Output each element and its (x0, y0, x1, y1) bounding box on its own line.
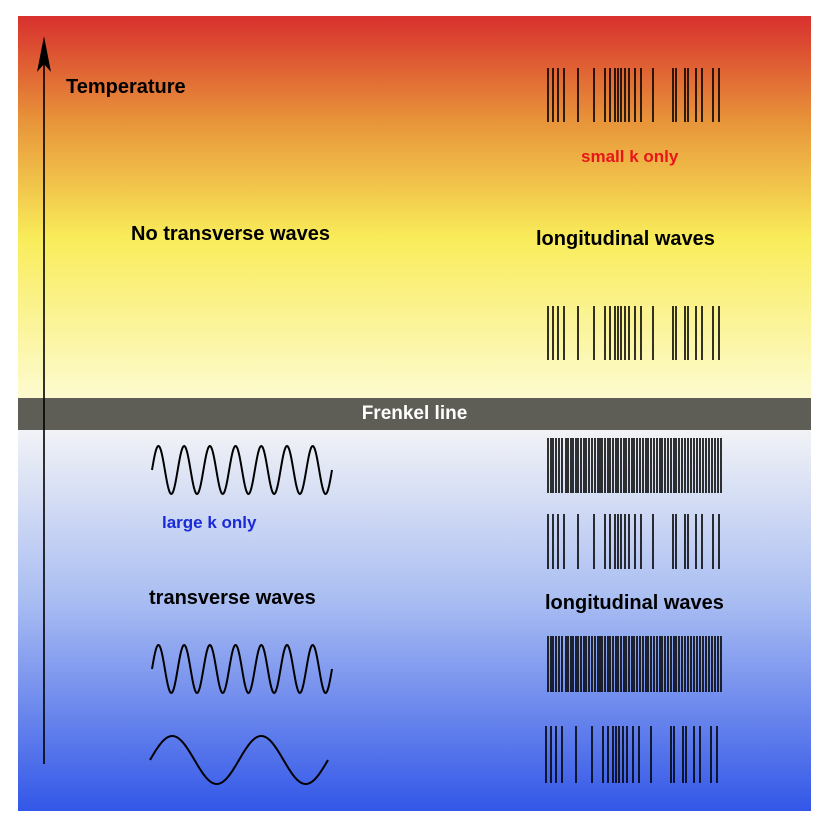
frenkel-line-label: Frenkel line (361, 403, 468, 424)
gas-region (18, 16, 811, 399)
transverse-label: transverse waves (149, 587, 316, 609)
sine-wave-icon (149, 734, 329, 786)
compression-lines-icon (545, 726, 718, 783)
liquid-region (18, 429, 811, 811)
frenkel-band (18, 398, 811, 430)
transverse-waves-group (149, 444, 333, 786)
compression-lines-icon (547, 68, 720, 122)
longitudinal-bottom-label: longitudinal waves (545, 592, 724, 614)
longitudinal-waves-group (545, 68, 722, 783)
sine-wave-icon (151, 444, 333, 496)
small-k-label: small k only (581, 147, 679, 166)
temperature-label: Temperature (66, 76, 186, 98)
temperature-axis (37, 36, 51, 764)
arrow-up-icon (37, 36, 51, 72)
sine-wave-icon (151, 643, 333, 695)
no-transverse-label: No transverse waves (131, 223, 331, 245)
longitudinal-top-label: longitudinal waves (536, 228, 715, 250)
compression-lines-icon (547, 438, 722, 493)
large-k-label: large k only (162, 513, 257, 532)
compression-lines-icon (547, 514, 720, 569)
compression-lines-icon (547, 636, 722, 692)
compression-lines-icon (547, 306, 720, 360)
